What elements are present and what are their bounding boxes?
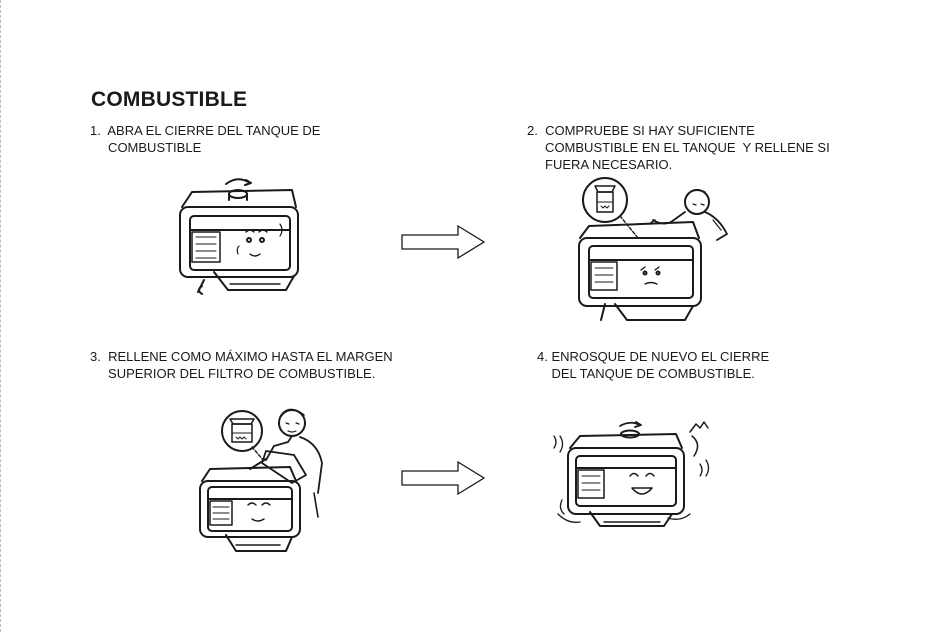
- section-title: COMBUSTIBLE: [91, 88, 248, 111]
- step-3-text: 3. RELLENE COMO MÁXIMO HASTA EL MARGEN S…: [90, 349, 393, 381]
- generator-cap-closed-icon: [550, 418, 712, 530]
- step-2-text: 2. COMPRUEBE SI HAY SUFICIENTE COMBUSTIB…: [527, 123, 830, 172]
- step-1-text: 1. ABRA EL CIERRE DEL TANQUE DE COMBUSTI…: [90, 123, 321, 155]
- step-4-text: 4. ENROSQUE DE NUEVO EL CIERRE DEL TANQU…: [537, 349, 770, 381]
- generator-refuel-icon: [196, 405, 336, 557]
- generator-check-fuel-icon: [575, 176, 735, 326]
- page-edge: [0, 0, 1, 632]
- arrow-right-icon: [400, 460, 486, 501]
- generator-cap-open-icon: [172, 172, 302, 302]
- arrow-right-icon: [400, 224, 486, 265]
